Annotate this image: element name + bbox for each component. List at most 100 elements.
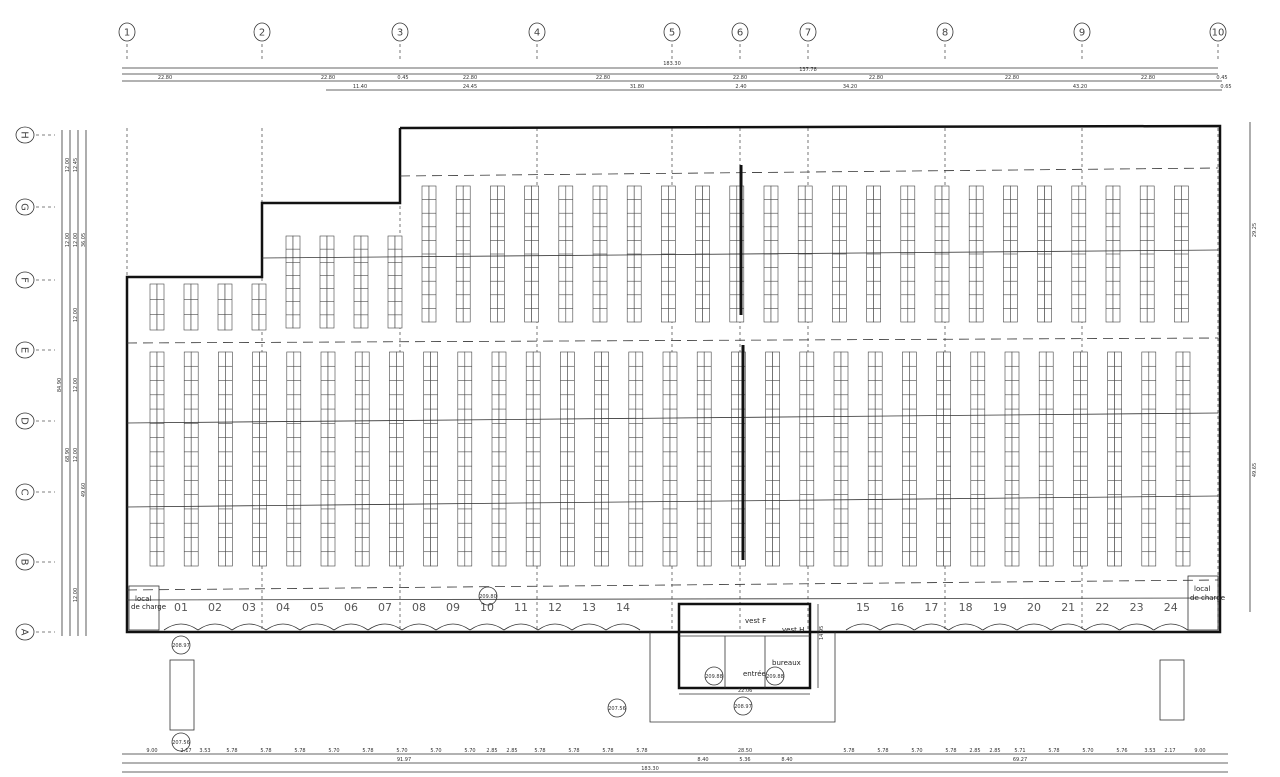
grid-column-bubble (391, 22, 409, 42)
grid-row-bubble (15, 553, 35, 571)
entrance-forecourt (649, 632, 836, 723)
rack (1182, 351, 1191, 567)
rack (628, 351, 637, 567)
rack (252, 351, 260, 567)
rack (1114, 351, 1122, 567)
rack (1004, 351, 1013, 567)
rack (594, 351, 602, 567)
elevation-marker (171, 732, 191, 752)
grid-row-label: C (19, 489, 30, 496)
dimension-text: 2.85 (486, 748, 497, 754)
dimension-text: 5.76 (1116, 748, 1127, 754)
dock-door (605, 623, 641, 631)
dimension-text: 0.65 (1220, 84, 1231, 90)
dimension-text: 22.80 (1005, 75, 1019, 81)
dimension-text: 49.60 (81, 483, 87, 497)
dimension-text: 5.70 (911, 748, 922, 754)
dock-number: 19 (993, 601, 1007, 614)
grid-row-bubble (15, 198, 35, 216)
dock-door (401, 623, 437, 631)
rack (326, 235, 335, 329)
rack (354, 351, 363, 567)
dimension-text: 3.53 (199, 748, 210, 754)
grid-column-label: 7 (805, 28, 811, 39)
dock-door (231, 623, 267, 631)
building-outline: local de charge local de charge vest F v… (125, 124, 1225, 731)
dimension-text: 9.00 (146, 748, 157, 754)
dock-door (1016, 623, 1052, 631)
rack (1080, 351, 1088, 567)
dock-door (537, 623, 573, 631)
dock-number: 14 (616, 601, 630, 614)
dock-number: 03 (242, 601, 256, 614)
rack (1141, 351, 1150, 567)
grid-column-label: 6 (737, 28, 743, 39)
rack (1011, 351, 1020, 567)
dock-number: 13 (582, 601, 596, 614)
rack (285, 235, 294, 329)
dock-door (163, 623, 199, 631)
aisle-line (126, 579, 1219, 591)
rack (669, 351, 678, 567)
grid-column-bubble (1073, 22, 1091, 42)
dimension-text: 12.00 (65, 233, 71, 247)
dock-number: 18 (959, 601, 973, 614)
rack (258, 283, 267, 331)
grid-column-bubble (799, 22, 817, 42)
rack (833, 351, 842, 567)
room-label: local (1194, 585, 1210, 593)
rack (1107, 351, 1115, 567)
ramp-left (169, 659, 195, 731)
grid-column-label: 1 (124, 28, 130, 39)
dock-number: 04 (276, 601, 290, 614)
dock-door (197, 623, 233, 631)
room-label: de charge (1190, 594, 1225, 602)
rack (149, 351, 158, 567)
dock-door (299, 623, 335, 631)
dock-door (948, 623, 983, 631)
grid-row-label: F (19, 277, 30, 283)
dimension-text: 22.80 (733, 75, 747, 81)
dimension-text: 14.95 (819, 626, 825, 640)
dimension-text: 22.80 (596, 75, 610, 81)
rack (389, 351, 397, 567)
rack (765, 351, 773, 567)
dimension-text: 28.50 (738, 748, 752, 754)
room-label: de charge (131, 603, 166, 611)
rack (840, 351, 849, 567)
dimension-text: 22.80 (869, 75, 883, 81)
dimension-text: 91.97 (397, 757, 411, 763)
dimension-text: 2.40 (735, 84, 746, 90)
dimension-text: 9.00 (1194, 748, 1205, 754)
rack (525, 351, 534, 567)
rack (560, 351, 568, 567)
dimension-text: 12.00 (73, 448, 79, 462)
rack (806, 351, 815, 567)
rack (936, 351, 944, 567)
rack (396, 351, 404, 567)
dimension-text: 2.85 (989, 748, 1000, 754)
dimension-text: 2.85 (506, 748, 517, 754)
rack (361, 351, 370, 567)
dock-door (1050, 623, 1086, 631)
dimension-text: 2.17 (180, 748, 191, 754)
dock-number: 01 (174, 601, 188, 614)
rack (183, 283, 192, 331)
dimension-text: 5.78 (602, 748, 613, 754)
grid-column-bubble (1209, 22, 1227, 42)
rack (190, 351, 199, 567)
dimension-text: 11.40 (353, 84, 367, 90)
charging-room-right (1187, 575, 1219, 631)
grid-row-label: E (19, 347, 30, 353)
dimension-text: 5.70 (328, 748, 339, 754)
dimension-text: 5.36 (739, 757, 750, 763)
rack (498, 351, 507, 567)
grid-column-label: 2 (259, 28, 265, 39)
rack (360, 235, 369, 329)
dock-number: 11 (514, 601, 528, 614)
elevation-marker (733, 696, 753, 716)
grid-row-bubble (15, 126, 35, 144)
dimension-text: 34.20 (843, 84, 857, 90)
dock-door (1085, 623, 1120, 631)
